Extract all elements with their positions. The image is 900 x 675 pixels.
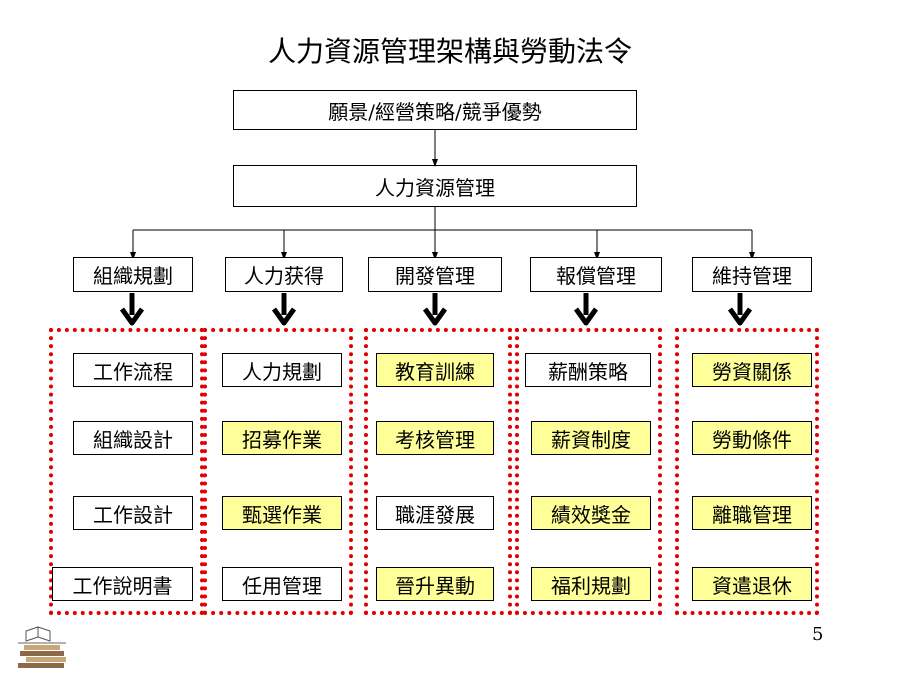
item-box: 任用管理 <box>222 567 342 601</box>
category-box-2: 人力获得 <box>225 257 343 292</box>
group-frame-3 <box>364 328 512 615</box>
category-box-3: 開發管理 <box>368 257 502 292</box>
item-box: 人力規劃 <box>222 353 342 387</box>
item-box-highlighted: 福利規劃 <box>531 567 651 601</box>
item-box-highlighted: 勞動條件 <box>692 421 812 455</box>
item-box-highlighted: 資遣退休 <box>692 567 812 601</box>
item-box-highlighted: 考核管理 <box>376 421 494 455</box>
item-box: 組織設計 <box>73 421 193 455</box>
item-box-highlighted: 績效獎金 <box>531 496 651 530</box>
category-box-5: 維持管理 <box>692 257 812 292</box>
item-box-highlighted: 甄選作業 <box>222 496 342 530</box>
item-box-highlighted: 招募作業 <box>222 421 342 455</box>
category-box-1: 組織規劃 <box>73 257 193 292</box>
item-box: 薪酬策略 <box>525 353 651 387</box>
item-box: 工作說明書 <box>52 567 193 601</box>
item-box-highlighted: 勞資關係 <box>692 353 812 387</box>
item-box: 工作設計 <box>73 496 193 530</box>
item-box-highlighted: 教育訓練 <box>376 353 494 387</box>
group-frame-5 <box>675 328 819 615</box>
item-box: 職涯發展 <box>376 496 494 530</box>
item-box-highlighted: 晉升異動 <box>376 567 494 601</box>
bold-down-arrow-3 <box>422 293 448 326</box>
group-frame-1 <box>49 328 204 615</box>
group-frame-2 <box>203 328 353 615</box>
group-frame-4 <box>515 328 662 615</box>
item-box-highlighted: 離職管理 <box>692 496 812 530</box>
bold-down-arrow-1 <box>119 293 145 326</box>
bold-down-arrow-2 <box>271 293 297 326</box>
item-box: 工作流程 <box>73 353 193 387</box>
books-logo-icon <box>18 626 66 668</box>
page-title: 人力資源管理架構與勞動法令 <box>267 35 632 68</box>
vision-box: 願景/經營策略/競爭優勢 <box>233 90 637 130</box>
bold-down-arrow-5 <box>727 293 753 326</box>
page-number: 5 <box>812 624 824 645</box>
bold-down-arrow-4 <box>573 293 599 326</box>
item-box-highlighted: 薪資制度 <box>531 421 651 455</box>
category-box-4: 報償管理 <box>530 257 662 292</box>
